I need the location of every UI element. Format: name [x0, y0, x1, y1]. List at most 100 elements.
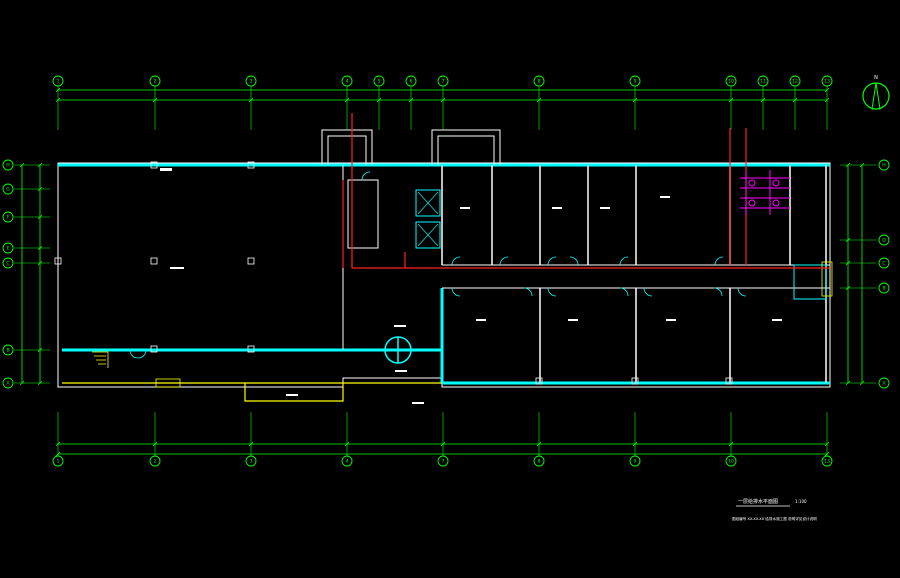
dimension-tick	[248, 97, 254, 103]
elevator-cross-2	[417, 223, 439, 247]
dimension-tick	[760, 97, 766, 103]
axis-bubble	[878, 257, 890, 269]
dimension-tick	[440, 97, 446, 103]
dimension-tick	[845, 380, 851, 386]
north-arrow: N	[862, 75, 890, 110]
axis-label: C	[882, 261, 885, 267]
axis-label: 2	[154, 459, 157, 465]
south-steps	[155, 378, 181, 388]
axis-label: F	[7, 215, 10, 221]
axis-label: 11	[760, 79, 766, 85]
axis-bubble	[2, 344, 14, 356]
south-terrace	[62, 382, 442, 402]
axis-bubble	[878, 377, 890, 389]
axis-label: 3	[250, 79, 253, 85]
axis-label: 8	[538, 79, 541, 85]
dimension-tick	[859, 380, 865, 386]
axis-bubble	[437, 455, 449, 467]
dimension-tick	[845, 237, 851, 243]
dimension-tick	[344, 441, 350, 447]
axis-label: 9	[634, 459, 637, 465]
axis-bubble	[629, 75, 641, 87]
axis-bubble	[2, 257, 14, 269]
axis-bubble	[52, 455, 64, 467]
dimension-tick	[55, 97, 61, 103]
axis-label: 10	[728, 79, 734, 85]
west-stair-room	[347, 179, 379, 249]
axis-label: H	[6, 163, 9, 169]
axis-bubble	[725, 75, 737, 87]
plumbing-fixtures	[740, 170, 790, 215]
dimension-tick	[55, 451, 61, 457]
dimension-tick	[376, 97, 382, 103]
elevator-cross-1	[417, 191, 439, 215]
axis-bubble	[878, 159, 890, 171]
door-swings	[129, 171, 747, 359]
axis-bubble	[821, 75, 833, 87]
axis-label: 1	[57, 459, 60, 465]
dimension-tick	[19, 380, 25, 386]
axis-bubble	[2, 159, 14, 171]
columns	[54, 161, 733, 385]
axis-bubble	[2, 242, 14, 254]
dimension-tick	[845, 162, 851, 168]
outer-outline	[57, 162, 831, 388]
axis-bubble	[373, 75, 385, 87]
dimension-tick	[152, 97, 158, 103]
building-walls	[54, 129, 833, 402]
dimension-tick	[55, 441, 61, 447]
dimension-tick	[19, 162, 25, 168]
dimension-tick	[728, 441, 734, 447]
east-annex	[793, 264, 827, 300]
north-canopy-2	[431, 129, 501, 165]
elevator-shaft-2	[415, 221, 441, 249]
dimension-tick	[37, 260, 43, 266]
elevator-shaft-1	[415, 189, 441, 217]
dimension-tick	[536, 97, 542, 103]
dimension-tick	[37, 162, 43, 168]
axis-label: 4	[346, 79, 349, 85]
north-room-partitions	[441, 165, 791, 265]
axis-label: A	[6, 381, 10, 387]
dimension-tick	[248, 441, 254, 447]
axis-label: G	[6, 187, 10, 193]
room-annotations	[160, 168, 782, 404]
axis-bubble	[533, 455, 545, 467]
axis-label: D	[882, 238, 886, 244]
north-arrow-needle	[871, 82, 881, 110]
axis-label: 6	[410, 79, 413, 85]
dimension-tick	[824, 87, 830, 93]
axis-bubble	[789, 75, 801, 87]
dimension-tick	[728, 97, 734, 103]
axis-bubble	[725, 455, 737, 467]
drawing-scale: 1:100	[795, 499, 807, 504]
dimension-tick	[824, 441, 830, 447]
dimension-tick	[408, 97, 414, 103]
axis-bubble	[757, 75, 769, 87]
drawing-note: 图纸编号 XX-XX-XX 给排水施工图 说明详见设计说明	[732, 516, 817, 521]
dimension-tick	[824, 97, 830, 103]
axis-label: 7	[442, 79, 445, 85]
axis-label: H	[882, 163, 885, 169]
dimension-tick	[440, 441, 446, 447]
axis-bubble	[245, 455, 257, 467]
axis-bubble	[52, 75, 64, 87]
north-canopy-1	[321, 129, 373, 165]
axis-label: 10	[728, 459, 734, 465]
revolving-door-cross	[385, 337, 411, 363]
axis-bubble	[878, 282, 890, 294]
dimension-tick	[344, 97, 350, 103]
west-stair	[92, 351, 109, 368]
axis-label: 5	[378, 79, 381, 85]
axis-label: 2	[154, 79, 157, 85]
axis-label: A	[882, 381, 886, 387]
axis-bubble	[2, 183, 14, 195]
axis-bubble	[341, 455, 353, 467]
axis-label: E	[7, 246, 10, 252]
title-block: 一层给排水平面图 1:100 图纸编号 XX-XX-XX 给排水施工图 说明详见…	[732, 498, 817, 521]
dimension-tick	[37, 347, 43, 353]
drawing-title: 一层给排水平面图	[738, 498, 778, 505]
dimension-tick	[824, 451, 830, 457]
